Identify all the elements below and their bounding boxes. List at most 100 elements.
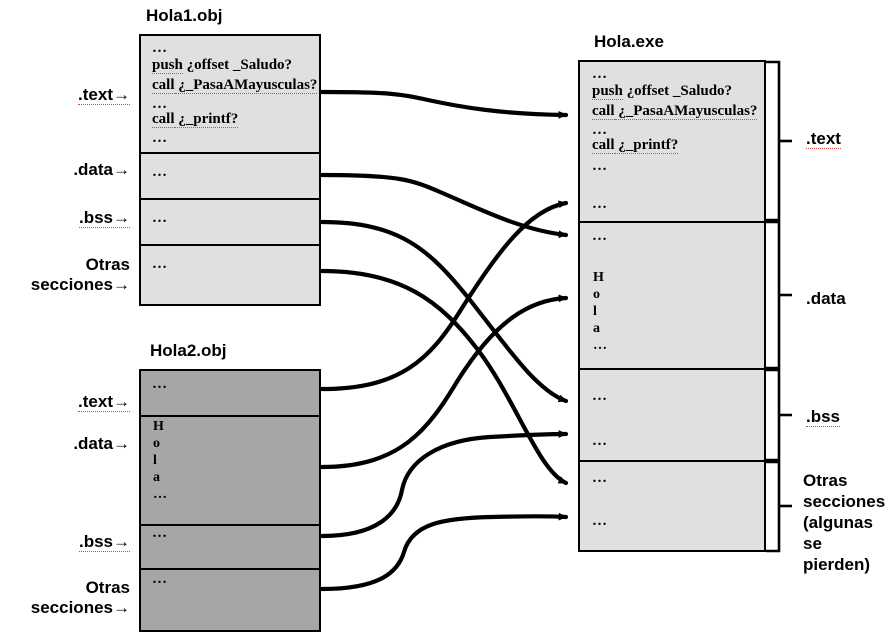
exe-string-char-0: H: [593, 270, 604, 285]
exe-code-line-7: …: [592, 196, 608, 212]
left-label-otras-obj1: Otras secciones→: [0, 255, 130, 295]
left-label-text-obj1: .text→: [0, 85, 130, 105]
obj2-string-char-1: o: [153, 436, 160, 451]
title-hola-exe: Hola.exe: [594, 32, 664, 51]
segment-exe-bss: [580, 368, 764, 460]
obj2-string-char-3: a: [153, 470, 160, 485]
link-obj2-otras-to-exe-otras: [319, 512, 569, 592]
exe-code-line-2: push ¿offset _Saludo?: [592, 83, 733, 100]
right-label-otras-line4: se: [803, 534, 822, 553]
left-label-bss-obj1-value: .bss→: [78, 208, 130, 228]
obj2-text-dots: …: [152, 376, 168, 392]
obj2-string-char-0: H: [153, 419, 164, 434]
module-hola2-obj: [139, 369, 321, 632]
title-hola2-obj: Hola2.obj: [150, 341, 227, 360]
left-label-data-obj1: .data→: [0, 160, 130, 180]
left-label-data-obj1-value: .data→: [73, 160, 130, 179]
left-label-otras-obj1-line2: secciones→: [30, 275, 130, 294]
segment-obj1-data: [141, 152, 319, 198]
exe-code-line-1: …: [592, 66, 608, 82]
right-label-data: .data: [806, 289, 846, 309]
bracket-data: [766, 220, 781, 370]
exe-code-line-3-operand: ¿_PasaAMayusculas?: [614, 103, 758, 120]
left-label-otras-obj2-line1: Otras: [85, 578, 130, 597]
exe-code-line-3: call ¿_PasaAMayusculas?: [592, 103, 758, 120]
exe-code-line-6: …: [592, 158, 608, 174]
obj1-code-line-2: push ¿offset _Saludo?: [152, 57, 293, 74]
bracket-text: [766, 60, 781, 222]
obj2-string-char-2: l: [153, 453, 157, 468]
segment-obj2-bss: [141, 524, 319, 568]
left-label-bss-obj1: .bss→: [0, 208, 130, 228]
obj1-code-line-3-keyword: call: [152, 77, 175, 94]
obj1-code-line-5-keyword: call: [152, 111, 175, 128]
obj2-bss-dots: …: [152, 525, 168, 541]
link-obj1-text-to-exe-text: [319, 89, 569, 119]
right-label-text: .text: [806, 129, 841, 149]
obj1-data-dots: …: [152, 164, 168, 180]
exe-string-char-4: …: [593, 338, 607, 353]
exe-otras-dots-top: …: [592, 470, 608, 486]
link-obj1-bss-to-exe-bss: [319, 219, 569, 404]
exe-code-line-5-keyword: call: [592, 137, 615, 154]
obj1-code-line-2-keyword: push: [152, 57, 183, 74]
right-label-otras-line1: Otras: [803, 471, 848, 490]
segment-exe-data: [580, 221, 764, 368]
title-hola1-obj: Hola1.obj: [146, 6, 223, 25]
exe-string-char-2: l: [593, 304, 597, 319]
left-label-bss-obj2-value: .bss→: [78, 532, 130, 552]
obj1-otras-dots: …: [152, 256, 168, 272]
exe-otras-dots-bottom: …: [592, 513, 608, 529]
link-obj2-text-to-exe-text: [319, 200, 569, 392]
segment-exe-otras: [580, 460, 764, 550]
bracket-bss: [766, 368, 781, 462]
obj2-string-char-4: …: [153, 487, 167, 502]
exe-data-dots-top: …: [592, 228, 608, 244]
link-obj2-bss-to-exe-bss: [319, 430, 569, 539]
right-label-otras-line5: pierden): [803, 555, 871, 574]
exe-string-char-1: o: [593, 287, 600, 302]
left-label-otras-obj2-line2: secciones→: [30, 598, 130, 617]
left-label-bss-obj2: .bss→: [0, 532, 130, 552]
exe-code-line-4: …: [592, 122, 608, 138]
obj2-data-string: H o l a …: [153, 418, 167, 503]
obj1-code-line-1: …: [152, 40, 168, 56]
bracket-otras: [766, 460, 781, 553]
exe-data-string: H o l a …: [593, 269, 607, 354]
obj1-code-line-5-operand: ¿_printf?: [174, 111, 239, 128]
exe-code-line-3-keyword: call: [592, 103, 615, 120]
module-hola1-obj: [139, 34, 321, 306]
right-label-text-value: .text: [806, 129, 841, 149]
left-label-text-obj2: .text→: [0, 392, 130, 412]
exe-string-char-3: a: [593, 321, 600, 336]
exe-code-line-2-operand: ¿offset _Saludo?: [622, 83, 733, 99]
right-label-bss-value: .bss: [806, 407, 841, 427]
left-label-data-obj2-value: .data→: [73, 434, 130, 453]
segment-obj2-otras: [141, 568, 319, 630]
right-label-otras-line3: (algunas: [803, 513, 873, 532]
left-label-data-obj2: .data→: [0, 434, 130, 454]
link-obj2-data-to-exe-data: [319, 294, 569, 470]
segment-obj1-otras: [141, 244, 319, 304]
obj1-code-line-4: …: [152, 96, 168, 112]
left-label-otras-obj2: Otras secciones→: [0, 578, 130, 618]
exe-code-line-2-keyword: push: [592, 83, 623, 100]
obj1-code-line-2-operand: ¿offset _Saludo?: [182, 57, 293, 73]
module-hola-exe: [578, 60, 766, 552]
obj1-code-line-3: call ¿_PasaAMayusculas?: [152, 77, 318, 94]
left-label-text-obj2-value: .text→: [78, 392, 130, 412]
right-label-otras-line2: secciones: [803, 492, 886, 511]
obj1-code-line-5: call ¿_printf?: [152, 111, 239, 128]
segment-obj1-bss: [141, 198, 319, 244]
obj2-otras-dots: …: [152, 571, 168, 587]
right-label-otras: Otras secciones (algunas se pierden): [803, 470, 885, 575]
exe-bss-dots-top: …: [592, 388, 608, 404]
exe-code-line-5: call ¿_printf?: [592, 137, 679, 154]
obj1-code-line-3-operand: ¿_PasaAMayusculas?: [174, 77, 318, 94]
obj1-code-line-6: …: [152, 130, 168, 146]
exe-bss-dots-bottom: …: [592, 433, 608, 449]
right-label-data-value: .data: [806, 289, 846, 308]
obj1-bss-dots: …: [152, 210, 168, 226]
right-label-bss: .bss: [806, 407, 841, 427]
